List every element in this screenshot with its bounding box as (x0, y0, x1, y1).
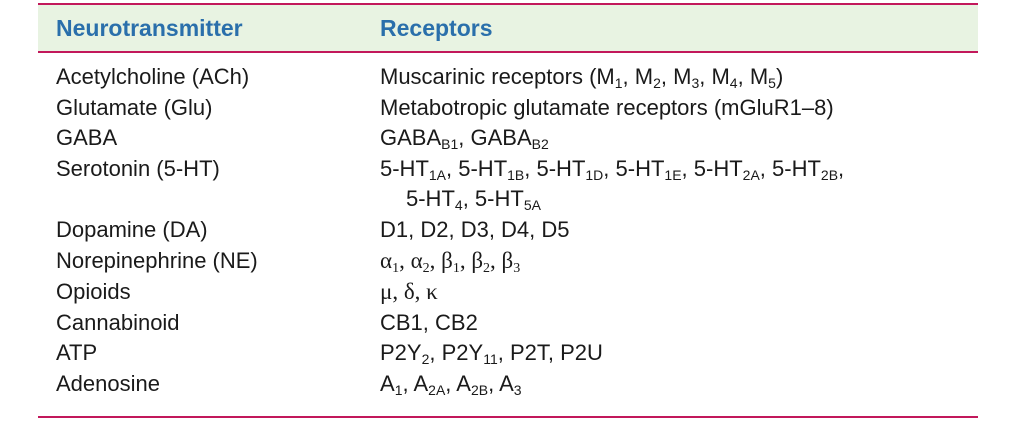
header-receptors: Receptors (380, 15, 493, 41)
neurotransmitter-cell: Adenosine (56, 370, 160, 396)
neurotransmitter-cell: GABA (56, 125, 118, 151)
receptors-cell: Muscarinic receptors (M1, M2, M3, M4, M5… (380, 64, 784, 91)
neurotransmitter-cell: Glutamate (Glu) (56, 94, 213, 120)
receptors-cell: A1, A2A, A2B, A3 (380, 370, 522, 398)
table-row: Norepinephrine (NE) α1, α2, β1, β2, β3 (38, 246, 978, 277)
top-rule (38, 3, 978, 5)
table-row: Cannabinoid CB1, CB2 (38, 308, 978, 339)
receptors-cell: μ, δ, κ (380, 278, 438, 304)
neurotransmitter-cell: Acetylcholine (ACh) (56, 64, 250, 89)
header-neurotransmitter: Neurotransmitter (56, 15, 243, 41)
receptors-cell: α1, α2, β1, β2, β3 (380, 248, 521, 277)
receptors-cell: 5-HT1A, 5-HT1B, 5-HT1D, 5-HT1E, 5-HT2A, … (380, 156, 845, 214)
table-row: GABA GABAB1, GABAB2 (38, 123, 978, 154)
neurotransmitter-cell: Cannabinoid (56, 309, 180, 335)
neurotransmitter-cell: ATP (56, 340, 98, 366)
receptors-cell: GABAB1, GABAB2 (380, 125, 549, 153)
table-row: Serotonin (5-HT) 5-HT1A, 5-HT1B, 5-HT1D, … (38, 154, 978, 215)
table-row: Adenosine A1, A2A, A2B, A3 (38, 369, 978, 400)
neurotransmitter-cell: Opioids (56, 278, 131, 304)
table-header: Neurotransmitter Receptors (38, 5, 978, 53)
table-body: Acetylcholine (ACh) Muscarinic receptors … (38, 53, 978, 400)
table-row: Acetylcholine (ACh) Muscarinic receptors … (38, 62, 978, 93)
table-row: Dopamine (DA) D1, D2, D3, D4, D5 (38, 215, 978, 246)
neurotransmitter-cell: Norepinephrine (NE) (56, 248, 258, 274)
receptors-cell: D1, D2, D3, D4, D5 (380, 217, 570, 243)
table-row: Opioids μ, δ, κ (38, 277, 978, 308)
neurotransmitter-cell: Dopamine (DA) (56, 217, 208, 243)
receptors-cell: CB1, CB2 (380, 309, 478, 335)
bottom-rule (38, 416, 978, 418)
receptors-cell: Metabotropic glutamate receptors (mGluR1… (380, 94, 834, 120)
table-row: ATP P2Y2, P2Y11, P2T, P2U (38, 338, 978, 369)
receptor-table: Neurotransmitter Receptors Acetylcholine… (38, 3, 978, 400)
receptors-cell: P2Y2, P2Y11, P2T, P2U (380, 340, 603, 368)
neurotransmitter-cell: Serotonin (5-HT) (56, 156, 220, 182)
table-row: Glutamate (Glu) Metabotropic glutamate re… (38, 93, 978, 124)
receptors-cell-continued: 5-HT4, 5-HT5A (406, 186, 541, 214)
